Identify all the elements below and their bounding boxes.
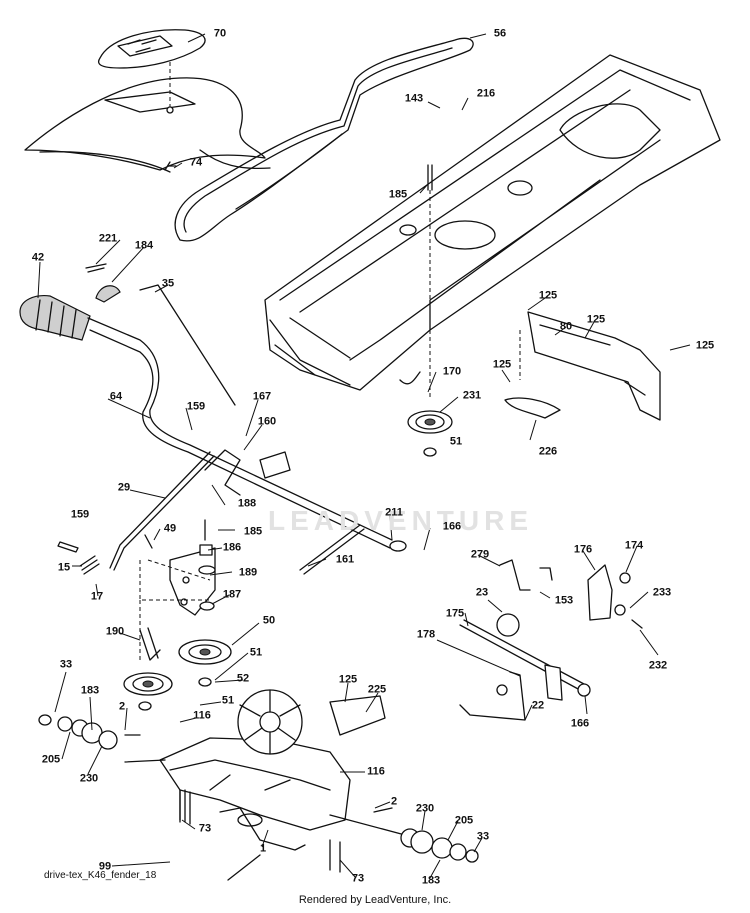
callout-35: 35 xyxy=(161,277,175,290)
callout-184: 184 xyxy=(134,239,154,252)
callout-159-b: 159 xyxy=(70,508,90,521)
callout-33-a: 33 xyxy=(59,658,73,671)
callout-116-b: 116 xyxy=(367,765,385,778)
callout-176: 176 xyxy=(573,543,593,556)
callout-125-d: 125 xyxy=(492,358,512,371)
callout-125-e: 125 xyxy=(338,673,358,686)
callout-205-a: 205 xyxy=(41,753,61,766)
bracket-80 xyxy=(527,311,661,421)
callout-17: 17 xyxy=(90,590,104,603)
callout-73-a: 73 xyxy=(198,822,212,835)
callout-178: 178 xyxy=(416,628,436,641)
callout-183-a: 183 xyxy=(80,684,100,697)
callout-73-b: 73 xyxy=(351,872,365,885)
callout-174: 174 xyxy=(624,539,644,552)
callout-233: 233 xyxy=(652,586,672,599)
callout-2-b: 2 xyxy=(390,795,398,808)
callout-143: 143 xyxy=(404,92,424,105)
transaxle xyxy=(124,689,406,836)
callout-51-c: 51 xyxy=(221,694,235,707)
callout-125-b: 125 xyxy=(586,313,606,326)
callout-116-a: 116 xyxy=(193,709,211,722)
callout-166-a: 166 xyxy=(442,520,462,533)
callout-80: 80 xyxy=(559,320,573,333)
callout-175: 175 xyxy=(445,607,465,620)
drive-belt xyxy=(174,37,474,242)
callout-160: 160 xyxy=(257,415,277,428)
callout-50: 50 xyxy=(262,614,276,627)
callout-230-a: 230 xyxy=(79,772,99,785)
callout-74: 74 xyxy=(189,156,203,169)
callout-153: 153 xyxy=(554,594,574,607)
callout-279: 279 xyxy=(470,548,490,561)
callout-170: 170 xyxy=(442,365,462,378)
callout-216: 216 xyxy=(476,87,496,100)
callout-2-a: 2 xyxy=(118,700,126,713)
credit-text: Rendered by LeadVenture, Inc. xyxy=(298,894,452,906)
callout-51-b: 51 xyxy=(249,646,263,659)
callout-56: 56 xyxy=(493,27,507,40)
rod-29 xyxy=(109,451,211,569)
shift-lever xyxy=(19,284,407,552)
callout-205-b: 205 xyxy=(454,814,474,827)
callout-221: 221 xyxy=(98,232,118,245)
callout-70: 70 xyxy=(213,27,227,40)
callout-22: 22 xyxy=(531,699,545,712)
callout-232: 232 xyxy=(648,659,668,672)
callout-52: 52 xyxy=(236,672,250,685)
callout-185: 185 xyxy=(388,188,408,201)
callout-23: 23 xyxy=(475,586,489,599)
callout-1: 1 xyxy=(259,842,267,855)
callout-167: 167 xyxy=(252,390,272,403)
callout-42: 42 xyxy=(31,251,45,264)
callout-161: 161 xyxy=(335,553,355,566)
callout-51-a: 51 xyxy=(449,435,463,448)
callout-64: 64 xyxy=(109,390,123,403)
callout-49: 49 xyxy=(163,522,177,535)
callout-15: 15 xyxy=(57,561,71,574)
callout-185-b: 185 xyxy=(243,525,263,538)
callout-159-a: 159 xyxy=(186,400,206,413)
watermark-text: LEADVENTURE xyxy=(268,505,534,536)
callout-166-b: 166 xyxy=(570,717,590,730)
callout-189: 189 xyxy=(238,566,258,579)
diagram-id: drive-tex_K46_fender_18 xyxy=(44,870,157,881)
fender-assembly xyxy=(24,29,271,173)
callout-33-b: 33 xyxy=(476,830,490,843)
callout-188: 188 xyxy=(237,497,257,510)
callout-231: 231 xyxy=(462,389,482,402)
callout-226: 226 xyxy=(538,445,558,458)
callout-187: 187 xyxy=(222,588,242,601)
callout-29: 29 xyxy=(117,481,131,494)
callout-211: 211 xyxy=(385,506,403,519)
frame-assembly xyxy=(264,54,721,391)
callout-186: 186 xyxy=(222,541,242,554)
callout-190: 190 xyxy=(105,625,125,638)
callout-125-a: 125 xyxy=(538,289,558,302)
callout-230-b: 230 xyxy=(415,802,435,815)
rod-99 xyxy=(219,807,306,881)
callout-225: 225 xyxy=(367,683,387,696)
callout-99: 99 xyxy=(98,860,112,873)
callout-125-c: 125 xyxy=(695,339,715,352)
callout-183-b: 183 xyxy=(421,874,441,887)
